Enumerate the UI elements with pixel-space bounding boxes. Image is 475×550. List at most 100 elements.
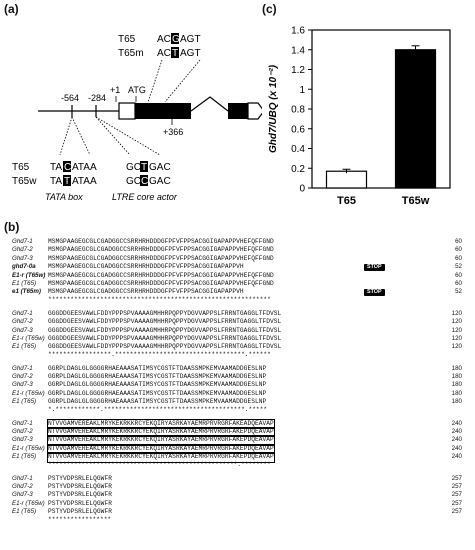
panel-c-label: (c) [262, 2, 277, 16]
sequence-name: E1 (T65) [12, 279, 37, 287]
sequence-residues: NTVVGAMVEREAKLMRYKEKRKKRCYEKQIRYASRKAYAE… [47, 427, 275, 437]
alignment-row: Ghd7-1 NTVVGAMVEREAKLMRYKEKRKKRCYEKQIRYAS… [8, 419, 470, 429]
alignment-row: E1-r (T65w)GGGDDGEESVAWLFDDYPPPSPVAAAAGM… [8, 335, 470, 343]
tss-label: +1 [110, 85, 120, 95]
sequence-residues: GGRPLDAGLGLGGGGRHAEAAASATIMSYCGSTFTDAASS… [48, 364, 267, 372]
sequence-residues: PSTYVDPSRLELQGWFR [48, 508, 112, 516]
svg-text:AC: AC [157, 48, 171, 59]
sequence-residues: NTVVGAMVEREAKLMRYKEKRKKRCYEKQIRYASRKAYAE… [47, 419, 275, 429]
sequence-name: Ghd7-2 [12, 246, 33, 254]
bar-t65 [325, 170, 368, 189]
sequence-residues: PSTYVDPSRLELQGWFR [48, 482, 112, 490]
y-tick-label: 1.2 [291, 65, 305, 76]
residue-count: 120 [451, 343, 462, 351]
residue-count: 257 [451, 499, 462, 507]
svg-text:T: T [64, 176, 70, 187]
sequence-name: Ghd7-2 [12, 428, 33, 436]
sequence-name: E1-r (T65w) [12, 334, 45, 342]
t65w-label: T65w [12, 176, 37, 187]
pos-plus366: +366 [163, 127, 183, 137]
y-tick-label: 0 [299, 184, 305, 195]
svg-text:AGT: AGT [180, 48, 201, 59]
sequence-name: e1 (T65m) [12, 288, 41, 296]
stop-codon-badge: STOP [364, 288, 385, 297]
sequence-name: E1 (T65) [12, 398, 37, 406]
atg-label: ATG [128, 85, 146, 95]
sequence-name: Ghd7-1 [12, 238, 33, 245]
svg-text:TA: TA [50, 162, 62, 173]
sequence-residues: MSMGPAAGEGCGLCGADGGCCSRRHRHDDDGFPFVFPPSA… [48, 271, 274, 279]
x-category-label: T65 [337, 195, 356, 207]
sequence-residues: GGGDDGEESVAWLFDDYPPPSPVAAAAGMHHRPQPPYDGV… [48, 343, 282, 351]
svg-text:GC: GC [126, 162, 141, 173]
sequence-name: E1-r (T65w) [12, 444, 45, 452]
residue-count: 120 [451, 309, 462, 317]
sequence-residues: PSTYVDPSRLELQGWFR [48, 499, 112, 507]
consensus-symbols: *****************.**********************… [48, 350, 271, 358]
sequence-residues: MSMGPAAGEGCGLCGADGGCCSRRHRHDDDGFPFVFPPSA… [48, 238, 274, 245]
sequence-name: Ghd7-3 [12, 254, 33, 262]
sequence-name: E1 (T65) [12, 508, 37, 516]
pos-minus564: -564 [61, 93, 79, 103]
alignment-row: E1 (T65)GGRPLDAGLGLGGGGRHAEAAASATIMSYCGS… [8, 398, 470, 406]
residue-count: 60 [455, 279, 462, 287]
svg-text:ATAA: ATAA [72, 162, 97, 173]
sequence-name: Ghd7-2 [12, 373, 33, 381]
t65m-seq: AC T AGT [157, 47, 201, 59]
sequence-residues: GGRPLDAGLGLGGGGRHAEAAASATIMSYCGSTFTDAASS… [48, 381, 267, 389]
sequence-residues: MSMGPAAGEGCGLCGADGGCCSRRHRHDDDGFPFVFPPSA… [48, 263, 244, 271]
consensus-row: *****************.**********************… [8, 350, 470, 358]
residue-count: 257 [451, 482, 462, 490]
residue-count: 240 [451, 419, 462, 427]
sequence-name: Ghd7-1 [12, 419, 33, 427]
ltre-seq-1: GC T GAC [126, 161, 171, 173]
sequence-residues: GGGDDGEESVAWLFDDYPPPSPVAAAAGMHHRPQPPYDGV… [48, 318, 282, 326]
sequence-residues: NTVVGAMVEREAKLMRYKEKRKKRCYEKQIRYASRKAYAE… [47, 435, 275, 446]
svg-text:C: C [141, 176, 148, 187]
sequence-name: Ghd7-2 [12, 482, 33, 490]
consensus-row: *.************.*************************… [8, 405, 470, 413]
sequence-residues: PSTYVDPSRLELQGWFR [48, 491, 112, 499]
consensus-symbols: *.************.*************************… [48, 405, 268, 413]
alignment-row: E1 (T65) MSMGPAAGEGCGLCGADGGCCSRRHRHDDDGF… [8, 280, 470, 288]
svg-text:T: T [172, 48, 178, 59]
bar-t65w [394, 49, 437, 189]
svg-text:AC: AC [157, 34, 171, 45]
consensus-row: ****************************************… [8, 296, 470, 303]
sequence-residues: GGRPLDAGLGLGGGGRHAEAAASATIMSYCGSTFTDAASS… [48, 389, 267, 397]
residue-count: 120 [451, 318, 462, 326]
svg-text:GAC: GAC [149, 176, 171, 187]
sequence-name: Ghd7-1 [12, 364, 33, 372]
sequence-name: E1-r (T65w) [12, 271, 46, 279]
alignment-row: E1-r (T65w)GGRPLDAGLGLGGGGRHAEAAASATIMSY… [8, 390, 470, 398]
sequence-name: ghd7-0a [12, 263, 36, 271]
sequence-name: Ghd7-2 [12, 318, 33, 326]
alignment-row: Ghd7-2 GGRPLDAGLGLGGGGRHAEAAASATIMSYCGSTF… [8, 373, 470, 381]
t65-top-seq: AC G AGT [157, 33, 201, 45]
alignment-row: ghd7-0a MSMGPAAGEGCGLCGADGGCCSRRHRHDDDGFP… [8, 263, 470, 272]
alignment-row: Ghd7-2 PSTYVDPSRLELQGWFR 257 [8, 483, 470, 491]
alignment-row: Ghd7-1 GGRPLDAGLGLGGGGRHAEAAASATIMSYCGSTF… [8, 365, 470, 373]
utr5-box [118, 102, 136, 120]
residue-count: 240 [451, 428, 462, 436]
sequence-name: Ghd7-1 [12, 309, 33, 317]
stop-codon-badge: STOP [364, 263, 385, 272]
y-tick-label: 0.2 [291, 164, 305, 175]
sequence-residues: GGRPLDAGLGLGGGGRHAEAAASATIMSYCGSTFTDAASS… [48, 373, 267, 381]
t65-top-label: T65 [118, 34, 136, 45]
residue-count: 60 [455, 271, 462, 279]
sequence-residues: GGGDDGEESVAWLFDDYPPPSPVAAAAGMHHRPQPPYDGV… [48, 309, 282, 317]
sequence-residues: MSMGPAAGEGCGLCGADGGCCSRRHRHDDDGFPFVFPPSA… [48, 279, 274, 287]
alignment-row: E1-r (T65w)NTVVGAMVEREAKLMRYKEKRKKRCYEKQ… [8, 444, 470, 454]
sequence-residues: NTVVGAMVEREAKLMRYKEKRKKRCYEKQIRYASRKAYAE… [47, 452, 275, 463]
y-tick-label: 0.8 [291, 105, 305, 116]
